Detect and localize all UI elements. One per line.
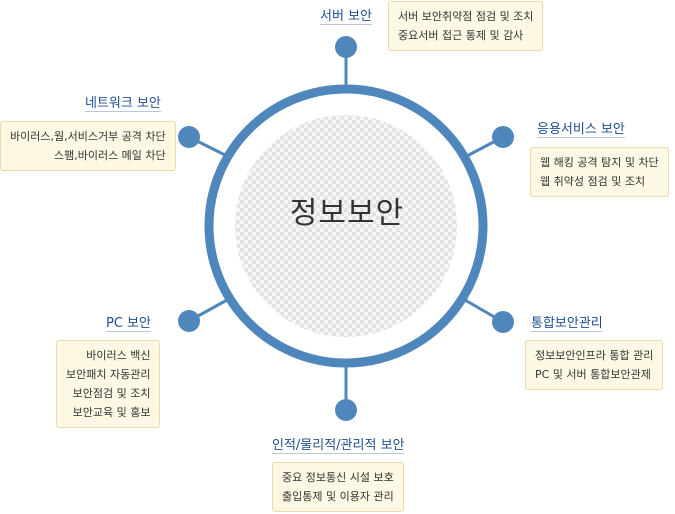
node-title-server: 서버 보안 <box>320 9 372 24</box>
node-item: 바이러스 백신 <box>86 349 151 362</box>
node-title-network: 네트워크 보안 <box>85 96 161 111</box>
connector-personnel <box>335 367 357 421</box>
node-title-personnel: 인적/물리적/관리적 보안 <box>272 438 405 453</box>
connector-integrated <box>464 298 514 333</box>
node-title-integrated: 통합보안관리 <box>531 316 603 331</box>
node-item: 웹 취약성 점검 및 조치 <box>540 175 646 188</box>
node-item: 보안교육 및 홍보 <box>72 406 151 419</box>
node-dot-personnel <box>335 399 357 421</box>
node-dot-pc <box>178 310 200 332</box>
connector-server <box>335 36 357 89</box>
node-dot-integrated <box>492 311 514 333</box>
node-title-app: 응용서비스 보안 <box>537 122 625 137</box>
connector-network <box>178 126 228 158</box>
node-title-pc: PC 보안 <box>106 316 151 331</box>
node-item: 중요 정보통신 시설 보호 <box>282 471 394 484</box>
center-fill <box>235 115 457 337</box>
node-item: 바이러스,웜,서비스거부 공격 차단 <box>10 130 166 143</box>
node-item: 보안점검 및 조치 <box>72 387 151 400</box>
connector-pc <box>178 298 228 332</box>
node-box-server: 서버 보안취약점 점검 및 조치 중요서버 접근 통제 및 감사 <box>388 1 544 51</box>
node-dot-network <box>178 126 200 148</box>
node-item: PC 및 서버 통합보안관제 <box>535 368 651 381</box>
node-box-network: 바이러스,웜,서비스거부 공격 차단 스팸,바이러스 메일 차단 <box>0 121 176 171</box>
node-dot-server <box>335 36 357 58</box>
node-box-integrated: 정보보안인프라 통합 관리 PC 및 서버 통합보안관제 <box>525 340 664 390</box>
node-box-personnel: 중요 정보통신 시설 보호 출입통제 및 이용자 관리 <box>272 462 404 512</box>
center-label: 정보보안 <box>289 196 405 231</box>
node-box-pc: 바이러스 백신 보안패치 자동관리 보안점검 및 조치 보안교육 및 홍보 <box>56 340 161 428</box>
node-item: 서버 보안취약점 점검 및 조치 <box>398 10 534 23</box>
node-item: 출입통제 및 이용자 관리 <box>282 490 394 503</box>
node-box-app: 웹 해킹 공격 탐지 및 차단 웹 취약성 점검 및 조치 <box>530 147 669 197</box>
node-item: 정보보안인프라 통합 관리 <box>535 349 654 362</box>
node-item: 스팸,바이러스 메일 차단 <box>53 149 166 162</box>
node-dot-app <box>492 126 514 148</box>
node-item: 보안패치 자동관리 <box>66 368 151 381</box>
node-item: 웹 해킹 공격 탐지 및 차단 <box>540 156 659 169</box>
connector-app <box>464 126 514 159</box>
node-item: 중요서버 접근 통제 및 감사 <box>398 29 524 42</box>
